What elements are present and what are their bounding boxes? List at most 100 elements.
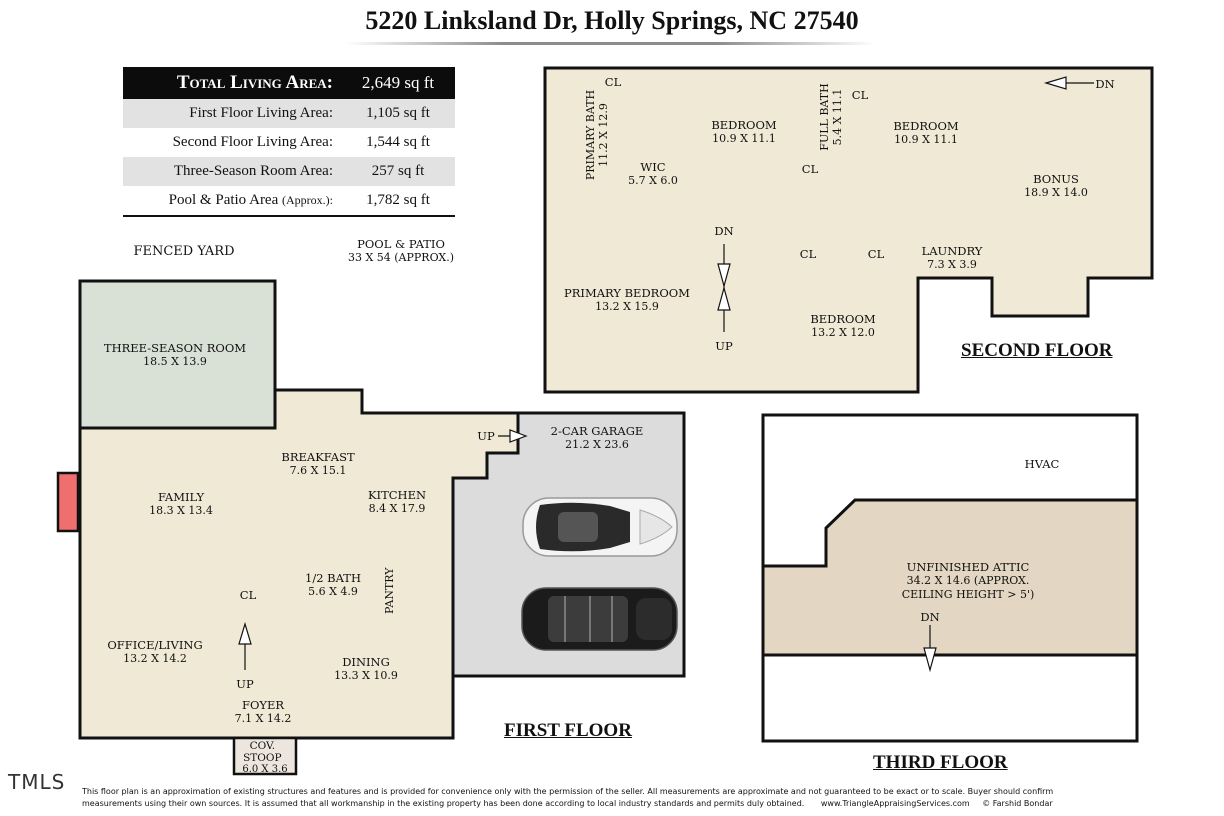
- copyright: © Farshid Bondar: [982, 799, 1053, 808]
- closet-label: CL: [801, 162, 819, 176]
- room-dim: 13.2 X 14.2: [123, 652, 187, 665]
- area-value: 1,544 sq ft: [366, 134, 430, 150]
- room-foyer: FOYER 7.1 X 14.2: [235, 698, 292, 726]
- pool-patio-area-label: Pool & Patio Area: [168, 192, 279, 208]
- room-half-bath: 1/2 BATH 5.6 X 4.9: [305, 571, 361, 599]
- unfinished-attic: [761, 498, 1139, 657]
- stairs-dn-arrow-icon: [923, 647, 937, 673]
- room-wic: WIC 5.7 X 6.0: [628, 160, 678, 188]
- room-dim: 7.3 X 3.9: [927, 258, 977, 271]
- first-floor-title: FIRST FLOOR: [504, 720, 632, 741]
- room-name: OFFICE/LIVING: [107, 638, 203, 652]
- room-dim: 13.2 X 15.9: [595, 300, 659, 313]
- room-name: WIC: [640, 160, 666, 174]
- room-laundry: LAUNDRY 7.3 X 3.9: [922, 244, 983, 272]
- room-name: BONUS: [1033, 172, 1079, 186]
- tmls-watermark: TMLS: [8, 770, 66, 794]
- closet-label: CL: [867, 247, 885, 261]
- area-value: 1,105 sq ft: [366, 105, 430, 121]
- white-car-icon: [522, 497, 678, 557]
- disclaimer-footer: This floor plan is an approximation of e…: [82, 786, 1142, 810]
- page-title: 5220 Linksland Dr, Holly Springs, NC 275…: [365, 6, 859, 35]
- pantry-label: PANTRY: [383, 567, 396, 614]
- room-dim: 8.4 X 17.9: [368, 502, 426, 515]
- website-link[interactable]: www.TriangleAppraisingServices.com: [820, 799, 970, 808]
- room-name: KITCHEN: [367, 488, 427, 502]
- room-name: BREAKFAST: [281, 450, 355, 464]
- disclaimer-text: measurements using their own sources. It…: [82, 799, 805, 808]
- room-dim: 5.4 X 11.1: [831, 88, 844, 146]
- disclaimer-line-1: This floor plan is an approximation of e…: [82, 787, 1054, 796]
- room-name: FULL BATH: [818, 83, 831, 151]
- room-unfinished-attic: UNFINISHED ATTIC 34.2 X 14.6 (APPROX. CE…: [902, 560, 1035, 602]
- room-name: FOYER: [241, 698, 285, 712]
- covered-stoop: [232, 736, 298, 776]
- room-bedroom: BEDROOM 10.9 X 11.1: [711, 118, 776, 146]
- room-dim: 18.9 X 14.0: [1024, 186, 1088, 199]
- attic-note: CEILING HEIGHT > 5'): [901, 588, 1035, 601]
- room-name: COV. STOOP: [243, 740, 282, 764]
- room-name: DINING: [342, 655, 390, 669]
- room-dim: 13.3 X 10.9: [334, 669, 398, 682]
- pool-patio-area-row: Pool & Patio Area (Approx.): 1,782 sq ft: [123, 186, 455, 215]
- fenced-yard-label: FENCED YARD: [133, 244, 235, 259]
- pool-patio-name: POOL & PATIO: [357, 237, 445, 251]
- stairs-up-arrow-icon: [238, 621, 252, 645]
- room-dim: 21.2 X 23.6: [565, 438, 629, 451]
- area-value: 1,782 sq ft: [366, 192, 430, 208]
- room-dim: 11.2 X 12.9: [597, 103, 610, 167]
- area-label: Three-Season Room Area:: [173, 163, 333, 179]
- stairs-up-arrow-icon: [717, 285, 731, 311]
- room-name: UNFINISHED ATTIC: [906, 560, 1030, 574]
- room-name: BEDROOM: [810, 312, 876, 326]
- room-dim: 13.2 X 12.0: [811, 326, 875, 339]
- second-floor-area-row: Second Floor Living Area: 1,544 sq ft: [123, 128, 455, 157]
- room-dining: DINING 13.3 X 10.9: [334, 655, 398, 683]
- room-dim: 7.1 X 14.2: [234, 712, 292, 725]
- room-primary-bath: PRIMARY BATH 11.2 X 12.9: [584, 80, 610, 190]
- total-living-area-label: Total Living Area:: [176, 72, 333, 93]
- closet-label: CL: [799, 247, 817, 261]
- room-name: PRIMARY BEDROOM: [564, 286, 690, 300]
- total-living-area-row: Total Living Area: 2,649 sq ft: [123, 67, 455, 99]
- area-label: Second Floor Living Area:: [172, 134, 333, 150]
- area-label: First Floor Living Area:: [189, 105, 333, 121]
- room-dim: 10.9 X 11.1: [894, 133, 958, 146]
- room-bedroom: BEDROOM 10.9 X 11.1: [893, 119, 958, 147]
- garage-up-label: UP: [477, 429, 495, 443]
- room-dim: 18.5 X 13.9: [143, 355, 207, 368]
- pool-patio-label: POOL & PATIO 33 X 54 (APPROX.): [348, 237, 454, 265]
- room-dim: 18.3 X 13.4: [149, 504, 213, 517]
- first-floor-area-row: First Floor Living Area: 1,105 sq ft: [123, 99, 455, 128]
- area-table: Total Living Area: 2,649 sq ft First Flo…: [123, 67, 455, 217]
- room-bedroom: BEDROOM 13.2 X 12.0: [810, 312, 875, 340]
- second-floor-area: [543, 66, 1154, 394]
- area-label: Pool & Patio Area (Approx.):: [123, 192, 341, 209]
- room-full-bath: FULL BATH 5.4 X 11.1: [818, 82, 844, 152]
- stairs-up-label: UP: [715, 339, 733, 353]
- closet-label: CL: [239, 588, 257, 602]
- stairs-up-label: UP: [236, 677, 254, 691]
- room-name: FAMILY: [157, 490, 205, 504]
- approx-qualifier: (Approx.):: [282, 193, 333, 207]
- dn-top-label: DN: [1095, 77, 1115, 91]
- room-name: THREE-SEASON ROOM: [103, 341, 247, 355]
- first-floor-plan: [56, 279, 686, 776]
- second-floor-plan: [543, 66, 1154, 394]
- room-dim: 7.6 X 15.1: [289, 464, 347, 477]
- room-cov-stoop: COV. STOOP 6.0 X 3.6: [242, 740, 287, 776]
- room-breakfast: BREAKFAST 7.6 X 15.1: [281, 450, 354, 478]
- third-floor-title: THIRD FLOOR: [873, 752, 1008, 773]
- pool-patio-dim: 33 X 54 (APPROX.): [347, 251, 455, 264]
- disclaimer-line-2: measurements using their own sources. It…: [82, 798, 1142, 810]
- room-name: LAUNDRY: [921, 244, 983, 258]
- room-dim: 5.6 X 4.9: [308, 585, 358, 598]
- room-name: 2-CAR GARAGE: [550, 424, 644, 438]
- total-living-area-value: 2,649 sq ft: [361, 73, 435, 92]
- room-office-living: OFFICE/LIVING 13.2 X 14.2: [107, 638, 202, 666]
- room-three-season: THREE-SEASON ROOM 18.5 X 13.9: [104, 341, 246, 369]
- room-name: BEDROOM: [893, 119, 959, 133]
- dn-top-arrow-icon: [1043, 76, 1067, 90]
- three-season-area-row: Three-Season Room Area: 257 sq ft: [123, 157, 455, 186]
